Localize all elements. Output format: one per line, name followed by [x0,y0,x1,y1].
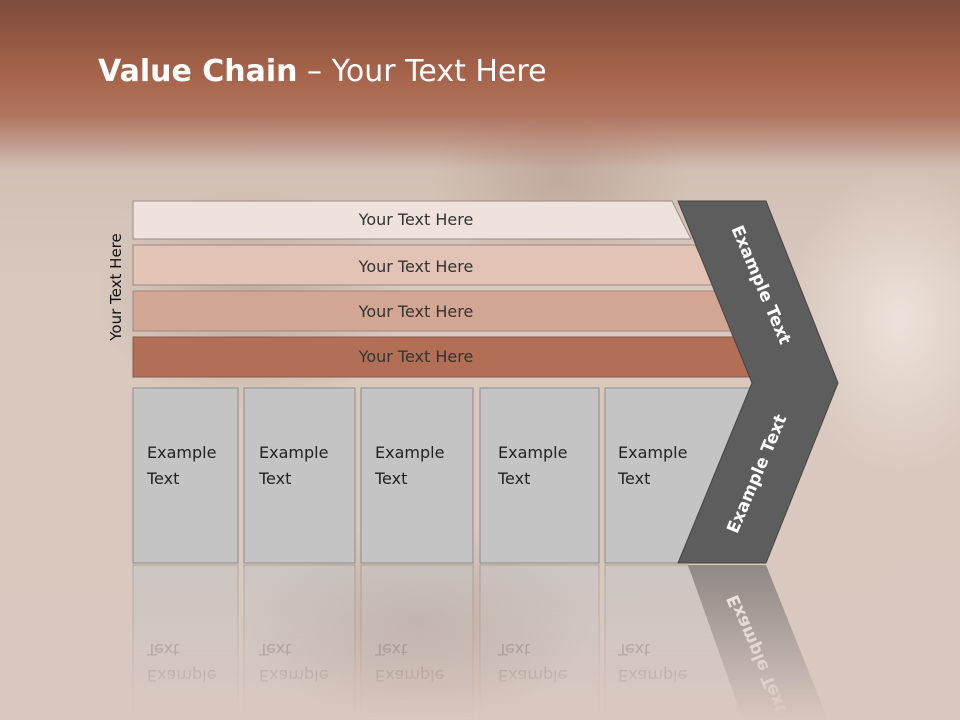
box-4: Example Text [479,387,600,564]
reflection-box-2-line2: Text [258,640,291,659]
box-2: Example Text [243,387,356,564]
box-2-line1: Example [259,443,328,462]
band-1-text: Your Text Here [358,210,474,229]
box-5-line2: Text [617,469,650,488]
band-2-text: Your Text Here [358,257,474,276]
band-4: Your Text Here [132,336,763,378]
box-1: Example Text [132,387,239,564]
box-1-line1: Example [147,443,216,462]
band-1: Your Text Here [132,200,692,240]
box-1-line2: Text [146,469,179,488]
box-4-line1: Example [498,443,567,462]
band-3-text: Your Text Here [358,302,474,321]
reflection-box-4-line2: Text [497,640,530,659]
box-3-line1: Example [375,443,444,462]
box-5-line1: Example [618,443,687,462]
box-3-line2: Text [374,469,407,488]
band-2: Your Text Here [132,244,717,286]
diagram-reflection: Text Example Text Example Text Example T… [132,564,828,720]
band-4-text: Your Text Here [358,347,474,366]
title-rest: – Your Text Here [297,54,547,89]
box-4-line2: Text [497,469,530,488]
reflection-box-4-line1: Example [498,666,567,685]
reflection-box-1-line1: Example [147,666,216,685]
box-3: Example Text [360,387,474,564]
title-band [0,0,960,170]
reflection-box-1-line2: Text [146,640,179,659]
title-bold: Value Chain [98,54,298,89]
reflection-box-3-line2: Text [374,640,407,659]
chevron-arrow: Example Text Example Text [677,200,839,564]
reflection-box-2-line1: Example [259,666,328,685]
slide-title: Value Chain – Your Text Here [98,54,547,89]
reflection-box-5-line2: Text [617,640,650,659]
band-3: Your Text Here [132,290,740,332]
box-2-line2: Text [258,469,291,488]
reflection-box-5-line1: Example [618,666,687,685]
reflection-box-3-line1: Example [375,666,444,685]
